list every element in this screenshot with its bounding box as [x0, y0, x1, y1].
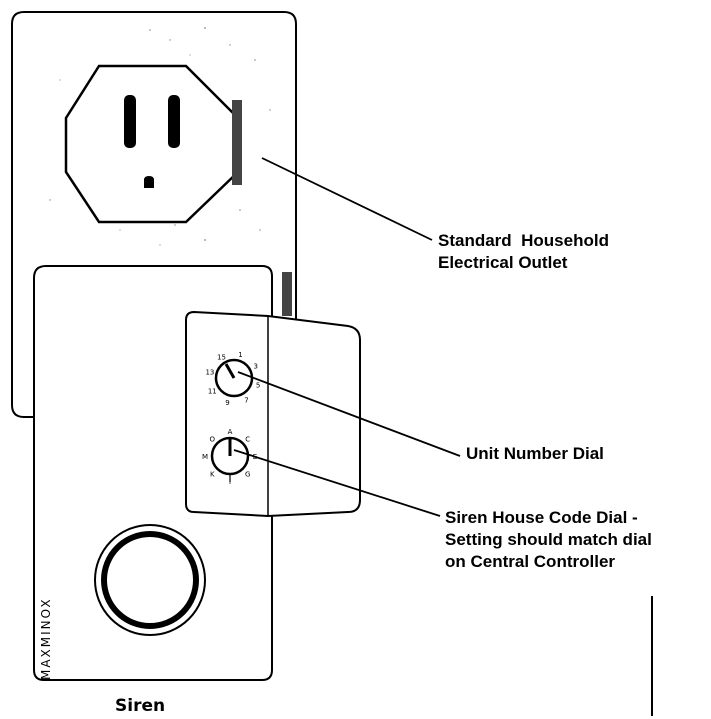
house-code-tick-6: K [210, 471, 215, 479]
unit-dial-leader-line [237, 371, 461, 457]
outlet-ground-hole [144, 176, 154, 188]
unit-dial-tick-5: 9 [225, 399, 229, 407]
unit-dial-tick-3: 5 [256, 382, 260, 390]
outlet-shadow [232, 100, 242, 185]
plate-texture [49, 27, 271, 246]
siren-caption: Siren [115, 696, 166, 716]
house-code-tick-5: I [229, 478, 231, 486]
unit-dial-tick-4: 7 [244, 397, 248, 405]
unit-dial-tick-2: 3 [253, 363, 257, 371]
house-code-label-line2: Setting should match dial [445, 530, 652, 549]
house-code-dial: OACEGIKM [202, 428, 257, 486]
unit-dial-label: Unit Number Dial [466, 444, 604, 463]
speaker [94, 524, 206, 636]
brand-logo: MAXMINOX [39, 597, 53, 680]
siren-body: MAXMINOX [33, 265, 361, 681]
unit-dial-pointer [224, 363, 236, 379]
unit-dial-tick-1: 1 [238, 351, 242, 359]
outlet [64, 64, 242, 224]
outlet-label-line1: Standard Household [438, 231, 609, 250]
house-code-label-line1: Siren House Code Dial - [445, 508, 638, 527]
outlet-slot-right [168, 95, 180, 148]
control-panel [185, 310, 361, 518]
outlet-label-line2: Electrical Outlet [438, 253, 568, 272]
house-code-leader-line [233, 449, 441, 517]
house-code-tick-2: C [245, 435, 250, 443]
unit-dial-tick-0: 15 [217, 353, 226, 361]
outlet-leader-line [261, 157, 433, 241]
house-code-tick-4: G [245, 471, 250, 479]
house-code-label-line3: on Central Controller [445, 552, 616, 571]
unit-dial-tick-7: 13 [205, 369, 214, 377]
house-code-tick-1: A [228, 428, 233, 436]
house-code-tick-0: O [210, 435, 216, 443]
outlet-slot-left [124, 95, 136, 148]
unit-dial-tick-6: 11 [208, 388, 217, 396]
house-code-tick-7: M [202, 453, 208, 461]
